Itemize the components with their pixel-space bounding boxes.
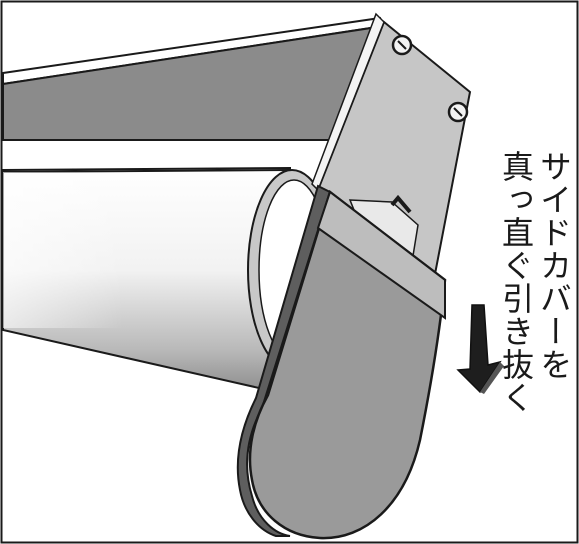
- screw-icon: [447, 101, 469, 123]
- down-arrow-icon: [456, 304, 504, 394]
- screw-icon: [391, 34, 413, 56]
- instruction-line-2: 真っ直ぐ引き抜く: [497, 150, 535, 414]
- instruction-line-1: サイドカバーを: [535, 150, 573, 381]
- roller-tube: [2, 166, 291, 397]
- side-cover: [236, 184, 447, 540]
- top-rail: [2, 16, 386, 141]
